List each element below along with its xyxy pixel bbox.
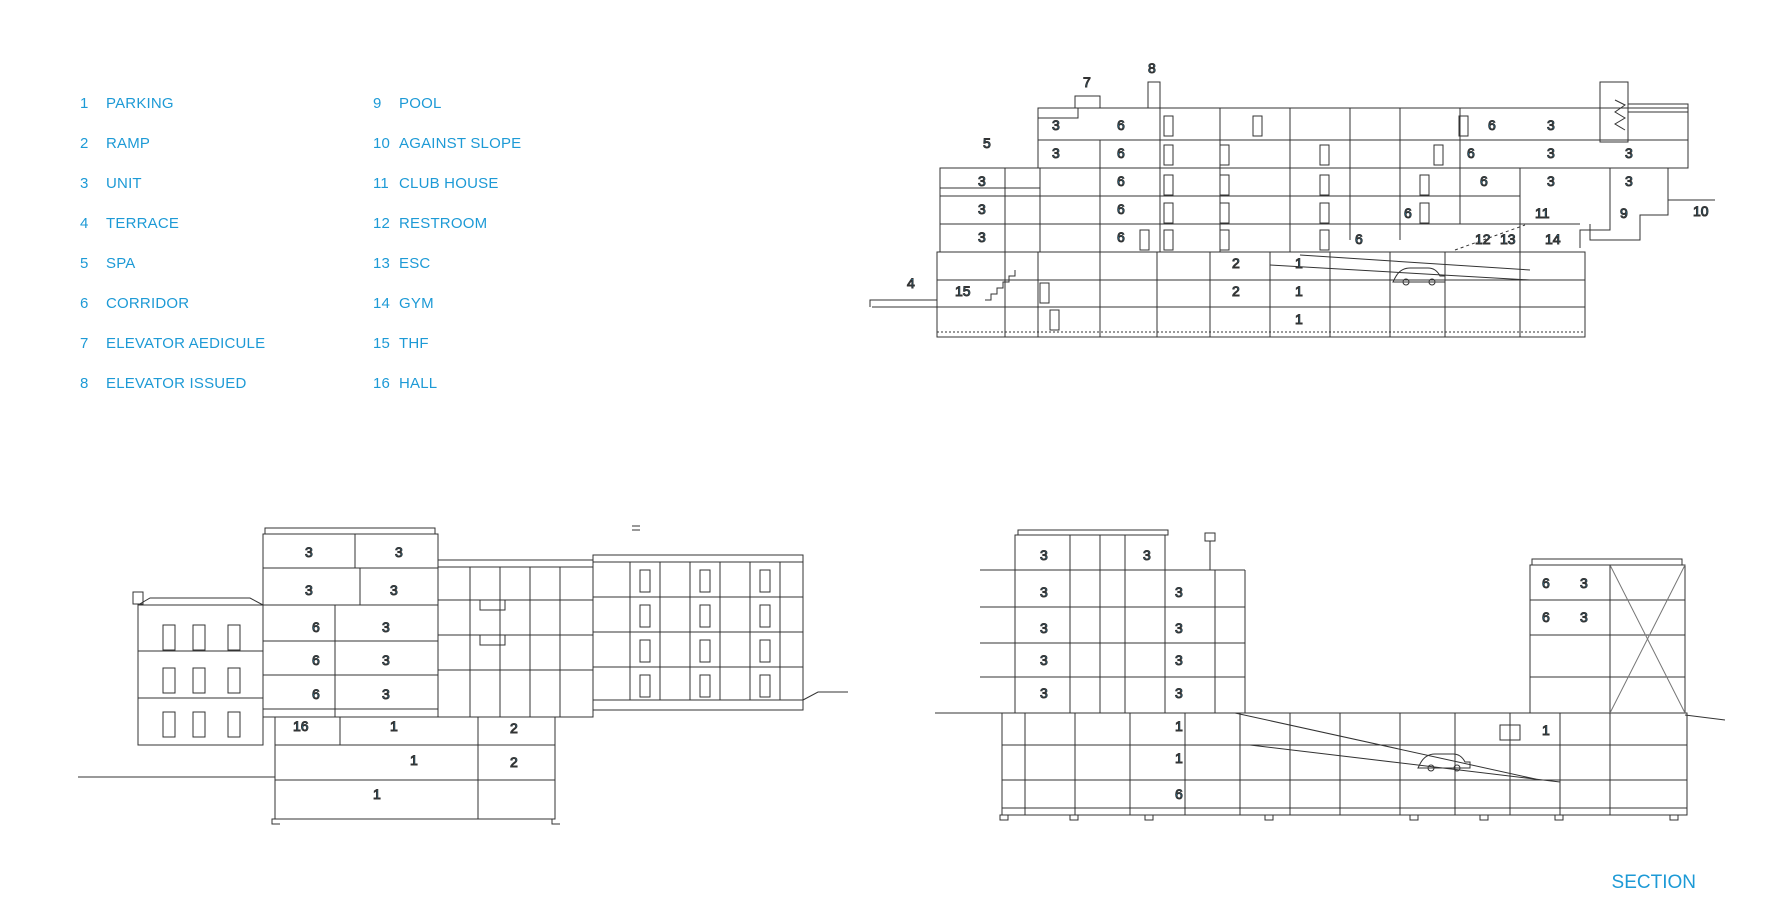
room-number-label: 6 [1542,609,1550,625]
room-number-label: 3 [1040,547,1048,563]
room-number-label: 1 [373,786,381,802]
room-number-label: 1 [1295,311,1303,327]
room-number-label: 10 [1693,203,1709,219]
room-number-label: 3 [1547,173,1555,189]
room-number-label: 8 [1148,60,1156,76]
room-number-label: 3 [1040,584,1048,600]
room-number-label: 6 [1117,145,1125,161]
room-number-label: 2 [1232,255,1240,271]
room-number-label: 3 [978,173,986,189]
room-number-label: 1 [1295,255,1303,271]
room-number-label: 9 [1620,205,1628,221]
room-number-label: 2 [510,754,518,770]
room-number-label: 16 [293,718,309,734]
room-number-label: 3 [1040,620,1048,636]
room-number-label: 6 [312,652,320,668]
room-number-label: 3 [1175,652,1183,668]
room-number-label: 6 [1542,575,1550,591]
room-number-label: 6 [312,619,320,635]
room-number-label: 1 [410,752,418,768]
room-number-label: 6 [1117,117,1125,133]
room-number-label: 15 [955,283,971,299]
room-number-label: 3 [1052,145,1060,161]
room-number-label: 14 [1545,231,1561,247]
room-number-label: 3 [1175,584,1183,600]
room-number-label: 12 [1475,231,1491,247]
section-bottom-left: 3 3 3 3 6 3 6 3 6 3 16 1 2 1 2 1 [78,525,848,825]
room-number-label: 3 [382,686,390,702]
room-number-label: 3 [1052,117,1060,133]
room-number-label: 3 [1547,145,1555,161]
room-number-label: 6 [1117,229,1125,245]
room-number-label: 3 [1040,652,1048,668]
room-number-label: 3 [305,582,313,598]
room-number-label: 3 [978,201,986,217]
room-number-label: 3 [382,652,390,668]
room-number-label: 6 [1117,201,1125,217]
room-number-label: 3 [1580,575,1588,591]
room-number-label: 2 [510,720,518,736]
room-number-label: 3 [978,229,986,245]
room-number-label: 1 [1542,722,1550,738]
room-number-label: 3 [1625,145,1633,161]
room-number-label: 6 [312,686,320,702]
room-number-label: 3 [1175,685,1183,701]
room-number-label: 6 [1480,173,1488,189]
room-number-label: 3 [1040,685,1048,701]
room-number-label: 1 [1175,750,1183,766]
room-number-label: 3 [305,544,313,560]
section-caption: SECTION [1611,872,1696,893]
room-number-label: 3 [1625,173,1633,189]
room-number-label: 1 [1175,718,1183,734]
section-bottom-right: 3 3 3 3 3 3 3 3 3 3 6 3 6 3 1 1 1 6 [935,529,1726,821]
room-number-label: 5 [983,135,991,151]
room-number-label: 6 [1467,145,1475,161]
room-number-label: 6 [1404,205,1412,221]
room-number-label: 3 [1175,620,1183,636]
room-number-label: 2 [1232,283,1240,299]
room-number-label: 3 [390,582,398,598]
room-number-label: 4 [907,275,915,291]
room-number-label: 6 [1488,117,1496,133]
room-number-label: 3 [1143,547,1151,563]
room-number-label: 6 [1117,173,1125,189]
room-number-label: 1 [390,718,398,734]
room-number-label: 3 [1580,609,1588,625]
room-number-label: 3 [395,544,403,560]
room-number-label: 3 [382,619,390,635]
room-number-label: 11 [1535,205,1550,221]
room-number-label: 1 [1295,283,1303,299]
room-number-label: 13 [1500,231,1516,247]
room-number-label: 6 [1175,786,1183,802]
room-number-label: 3 [1547,117,1555,133]
room-number-label: 7 [1083,74,1091,90]
room-number-label: 6 [1355,231,1363,247]
